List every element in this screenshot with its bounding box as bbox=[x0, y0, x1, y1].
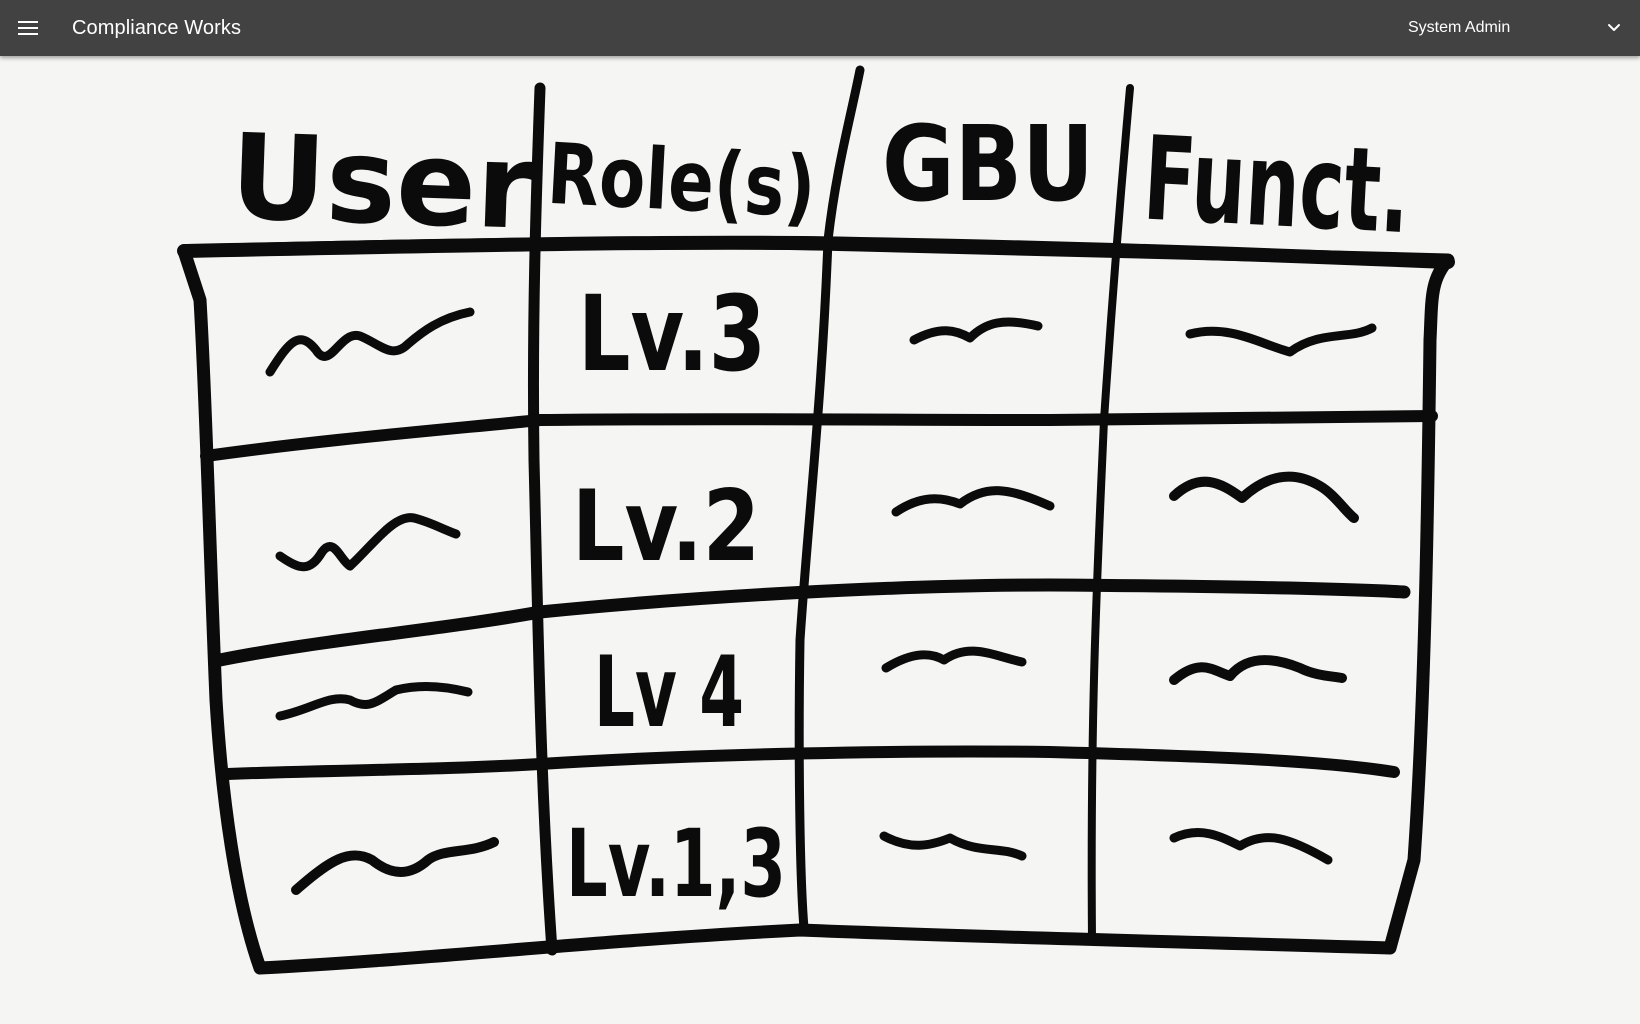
hand-drawn-table: User Role(s) GBU Funct. Lv.3 Lv.2 Lv 4 bbox=[177, 65, 1455, 975]
app-title: Compliance Works bbox=[72, 17, 242, 39]
header-user: User bbox=[228, 108, 537, 257]
column-divider-1 bbox=[527, 82, 558, 956]
row-1-gbu-squiggle bbox=[909, 317, 1043, 345]
menu-button[interactable] bbox=[8, 8, 48, 48]
row-1-role: Lv.3 bbox=[578, 273, 766, 395]
row-4-user-squiggle bbox=[291, 837, 499, 895]
row-2-gbu-squiggle bbox=[891, 486, 1055, 517]
user-menu[interactable]: System Admin bbox=[1408, 0, 1640, 56]
row-4-funct-squiggle bbox=[1169, 828, 1333, 865]
column-divider-2 bbox=[794, 65, 865, 933]
chevron-down-icon bbox=[1608, 24, 1620, 31]
row-3-user-squiggle bbox=[275, 681, 473, 721]
row-1-user-squiggle bbox=[265, 307, 475, 377]
row-separator-2 bbox=[213, 578, 1411, 667]
row-2-role: Lv.2 bbox=[572, 470, 760, 584]
row-4-gbu-squiggle bbox=[879, 831, 1027, 861]
sketch-canvas: User Role(s) GBU Funct. Lv.3 Lv.2 Lv 4 bbox=[0, 56, 1640, 1024]
row-separator-3 bbox=[222, 745, 1400, 780]
row-3-role: Lv 4 bbox=[594, 636, 744, 750]
row-4-role: Lv.1,3 bbox=[566, 810, 786, 919]
row-1-funct-squiggle bbox=[1185, 323, 1377, 357]
header-roles: Role(s) bbox=[545, 125, 818, 237]
header-separator bbox=[177, 235, 1455, 269]
column-divider-3 bbox=[1087, 84, 1134, 944]
row-3-gbu-squiggle bbox=[881, 646, 1027, 673]
header-funct: Funct. bbox=[1140, 112, 1413, 261]
header-gbu: GBU bbox=[882, 103, 1094, 225]
row-separator-1 bbox=[200, 410, 1438, 462]
menu-icon bbox=[18, 21, 38, 35]
user-name: System Admin bbox=[1408, 19, 1511, 36]
row-2-user-squiggle bbox=[275, 513, 461, 572]
row-3-funct-squiggle bbox=[1169, 655, 1347, 685]
app-bar: Compliance Works System Admin bbox=[0, 0, 1640, 56]
row-2-funct-squiggle bbox=[1169, 471, 1359, 523]
